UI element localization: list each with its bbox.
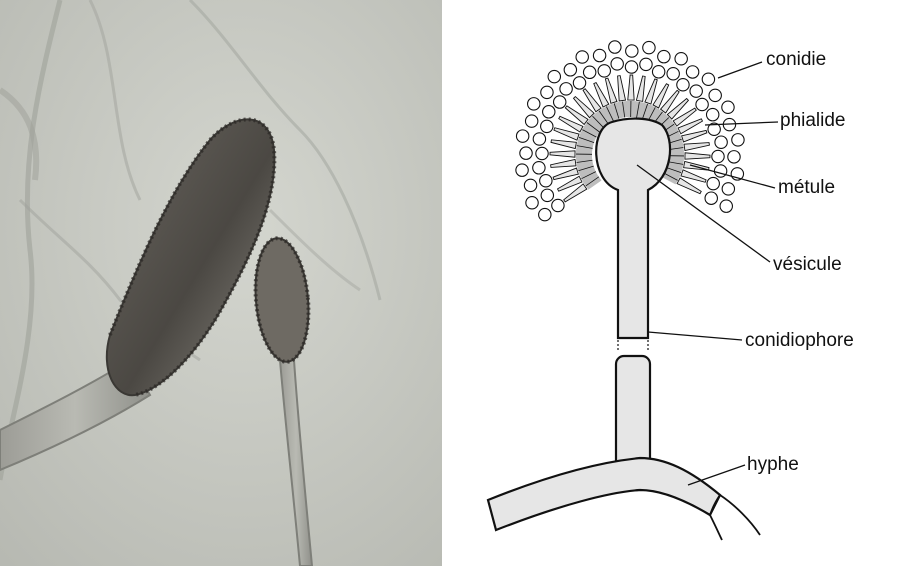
leader-conidiophore (648, 332, 742, 340)
conidium (533, 162, 545, 174)
conidium (626, 45, 638, 57)
phialide (685, 153, 710, 159)
microscope-photo (0, 0, 442, 566)
conidium (714, 165, 726, 177)
conidium (533, 133, 545, 145)
conidium (541, 189, 553, 201)
label-phialide: phialide (780, 111, 846, 130)
conidium (526, 197, 538, 209)
conidium (593, 49, 605, 61)
conidium (707, 177, 719, 189)
conidium (536, 147, 548, 159)
conidium (696, 98, 708, 110)
conidium (528, 98, 540, 110)
phialide (682, 130, 707, 142)
conidium (609, 41, 621, 53)
label-conidiophore: conidiophore (745, 331, 854, 350)
label-metule: métule (778, 178, 835, 197)
conidium (722, 183, 734, 195)
conidium (554, 96, 566, 108)
conidium (640, 58, 652, 70)
conidium (541, 120, 553, 132)
conidium (732, 134, 744, 146)
conidium (706, 108, 718, 120)
phialide (681, 170, 706, 182)
conidium (702, 73, 714, 85)
conidium (576, 51, 588, 63)
phialide (636, 76, 645, 101)
conidium (564, 64, 576, 76)
conidium (728, 151, 740, 163)
conidium (524, 179, 536, 191)
conidium (598, 65, 610, 77)
conidium (705, 192, 717, 204)
conidium (677, 79, 689, 91)
conidium (715, 136, 727, 148)
conidium (667, 68, 679, 80)
conidium (583, 66, 595, 78)
vesicule-and-conidiophore (596, 119, 670, 338)
conidium (541, 86, 553, 98)
conidium (525, 115, 537, 127)
phialide (553, 168, 578, 180)
conidium (560, 83, 572, 95)
conidium (712, 150, 724, 162)
conidiophore-break (618, 340, 648, 352)
phialide (605, 78, 617, 103)
phialide (618, 76, 626, 101)
phialide (551, 159, 576, 167)
conidium (658, 50, 670, 62)
label-hyphe: hyphe (747, 455, 799, 474)
phialide (554, 128, 579, 140)
conidium (552, 199, 564, 211)
leader-hyphe (688, 465, 745, 485)
hyphe (488, 458, 720, 530)
conidium (548, 70, 560, 82)
phialide (645, 79, 657, 104)
conidium (643, 41, 655, 53)
conidium (520, 147, 532, 159)
label-conidie: conidie (766, 50, 826, 69)
conidium (516, 130, 528, 142)
phialide (551, 140, 576, 149)
aspergillus-diagram (452, 0, 904, 566)
conidium (722, 101, 734, 113)
conidium (720, 200, 732, 212)
conidium (540, 175, 552, 187)
phialide (628, 75, 634, 100)
conidium (675, 53, 687, 65)
label-vesicule: vésicule (773, 255, 842, 274)
conidium (625, 61, 637, 73)
conidium (516, 164, 528, 176)
conidium (573, 77, 585, 89)
conidium (543, 106, 555, 118)
conidium (652, 66, 664, 78)
conidium (611, 58, 623, 70)
conidium (686, 66, 698, 78)
conidium (690, 85, 702, 97)
phialide (550, 151, 575, 157)
conidiophore-lower (616, 356, 650, 472)
conidium (539, 208, 551, 220)
conidium (709, 89, 721, 101)
phialide (684, 143, 709, 151)
leader-conidie (718, 62, 762, 78)
